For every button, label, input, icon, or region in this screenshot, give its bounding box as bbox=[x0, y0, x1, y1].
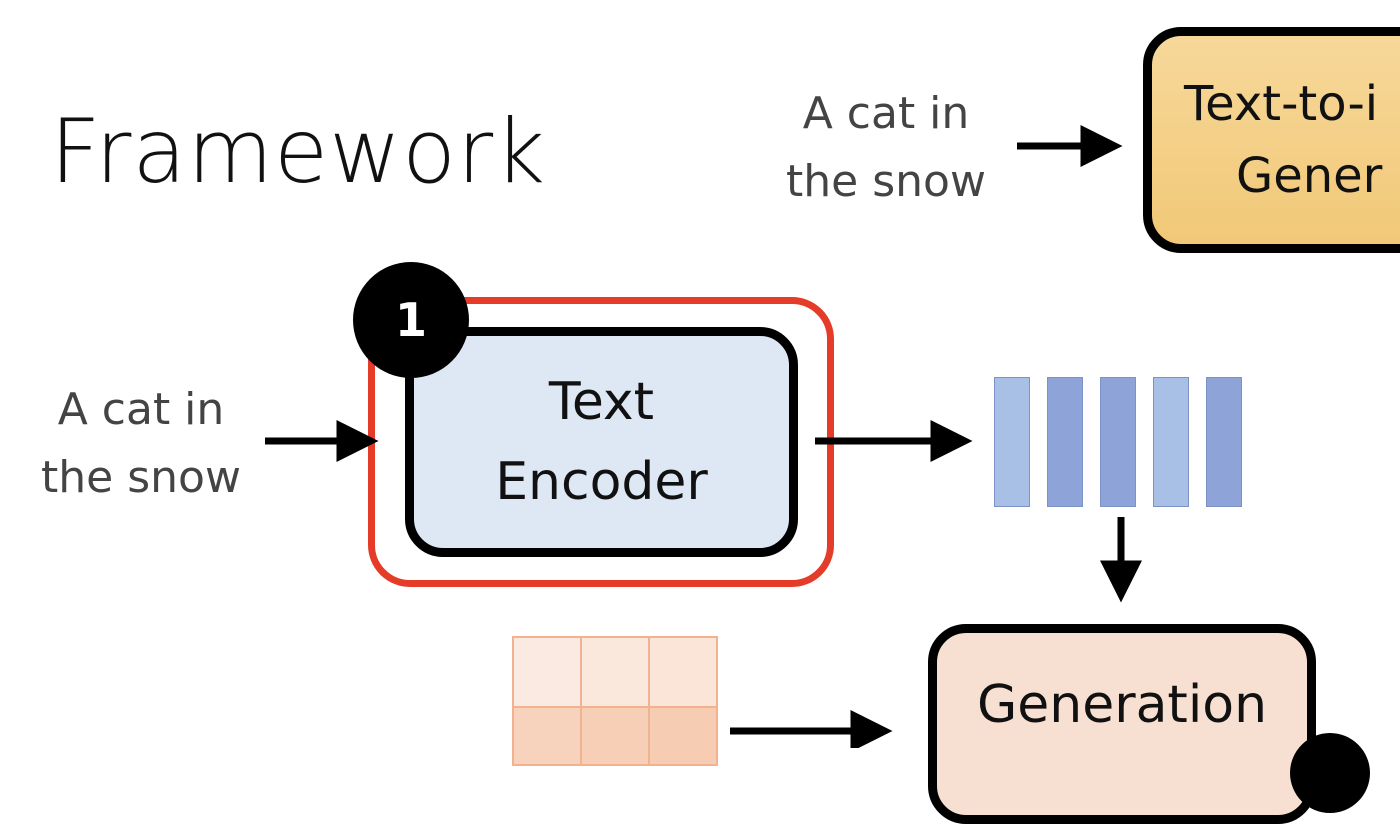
encoder-label-line-1: Text bbox=[548, 372, 655, 432]
top-prompt-caption: A cat in the snow bbox=[770, 80, 1002, 216]
slide-title: Framework bbox=[50, 100, 547, 203]
embedding-token bbox=[1100, 377, 1136, 507]
diagram-arrows bbox=[265, 125, 1142, 748]
top-prompt-line-1: A cat in bbox=[802, 88, 970, 139]
left-prompt-line-2: the snow bbox=[41, 452, 241, 503]
text-to-image-generator-box: Text-to-i Gener bbox=[1143, 27, 1400, 253]
encoder-label-line-2: Encoder bbox=[495, 452, 708, 512]
embedding-token bbox=[994, 377, 1030, 507]
top-prompt-line-2: the snow bbox=[786, 156, 986, 207]
embedding-token bbox=[1153, 377, 1189, 507]
generation-label: Generation bbox=[976, 675, 1268, 735]
t2i-label-line-2: Gener bbox=[1236, 148, 1383, 204]
step-number-badge: 1 bbox=[353, 262, 469, 378]
embedding-token bbox=[1206, 377, 1242, 507]
left-prompt-line-1: A cat in bbox=[57, 384, 225, 435]
embedding-token bbox=[1047, 377, 1083, 507]
left-prompt-caption: A cat in the snow bbox=[28, 376, 254, 512]
text-encoder-box: Text Encoder bbox=[405, 327, 798, 557]
t2i-label-line-1: Text-to-i bbox=[1184, 76, 1379, 132]
